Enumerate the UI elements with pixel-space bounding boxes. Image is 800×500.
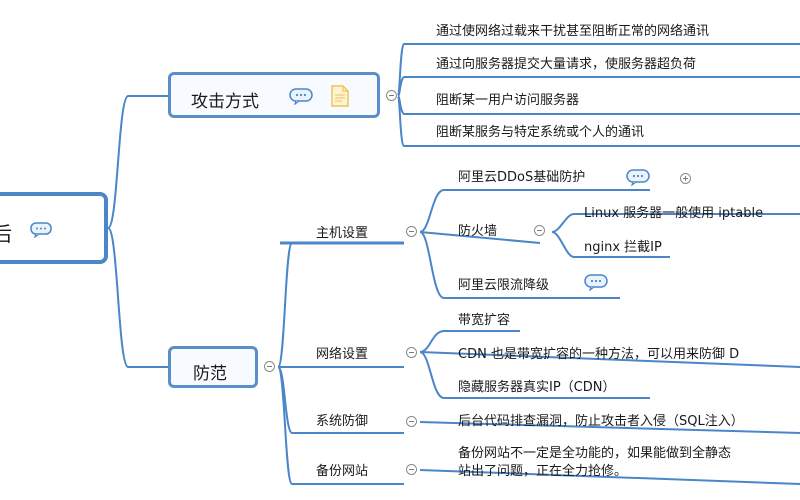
comment-icon[interactable] — [626, 169, 650, 186]
comment-icon[interactable] — [584, 274, 608, 291]
host-item-firewall[interactable]: 防火墙 — [458, 224, 498, 239]
expand-toggle[interactable] — [680, 173, 691, 184]
attack-item[interactable]: 阻断某服务与特定系统或个人的通讯 — [436, 125, 645, 140]
firewall-child-item[interactable]: nginx 拦截IP — [584, 240, 662, 255]
collapse-toggle[interactable] — [406, 464, 417, 475]
collapse-toggle[interactable] — [406, 347, 417, 358]
attack-item[interactable]: 阻断某一用户访问服务器 — [436, 93, 580, 108]
topic-defense[interactable]: 防范 — [168, 346, 258, 388]
network-item[interactable]: 隐藏服务器真实IP（CDN） — [458, 380, 616, 395]
comment-icon[interactable] — [289, 88, 313, 105]
collapse-toggle[interactable] — [406, 416, 417, 427]
collapse-toggle[interactable] — [264, 361, 275, 372]
topic-defense-label: 防范 — [193, 364, 227, 384]
system-item[interactable]: 后台代码排查漏洞，防止攻击者入侵（SQL注入） — [458, 414, 744, 429]
subtopic-system-defense[interactable]: 系统防御 — [316, 414, 369, 429]
topic-attack-label: 攻击方式 — [191, 92, 259, 112]
note-icon[interactable] — [331, 85, 349, 107]
network-item[interactable]: CDN 也是带宽扩容的一种方法，可以用来防御 D — [458, 347, 740, 362]
host-item-rate-limit[interactable]: 阿里云限流降级 — [458, 278, 550, 293]
collapse-toggle[interactable] — [386, 90, 397, 101]
attack-item[interactable]: 通过向服务器提交大量请求，使服务器超负荷 — [436, 57, 697, 72]
backup-item-line[interactable]: 站出了问题，正在全力抢修。 — [458, 464, 628, 479]
subtopic-network-settings[interactable]: 网络设置 — [316, 347, 369, 362]
comment-icon[interactable] — [30, 222, 52, 238]
root-label: 后 — [0, 222, 12, 246]
collapse-toggle[interactable] — [406, 226, 417, 237]
topic-attack-methods[interactable]: 攻击方式 — [168, 72, 380, 118]
host-item-ddos[interactable]: 阿里云DDoS基础防护 — [458, 170, 586, 185]
subtopic-host-settings[interactable]: 主机设置 — [316, 226, 369, 241]
collapse-toggle[interactable] — [534, 225, 545, 236]
firewall-child-item[interactable]: Linux 服务器一般使用 iptable — [584, 206, 764, 221]
root-topic[interactable]: 后 — [0, 192, 108, 264]
subtopic-backup-site[interactable]: 备份网站 — [316, 464, 369, 479]
network-item[interactable]: 带宽扩容 — [458, 313, 511, 328]
attack-item[interactable]: 通过使网络过载来干扰甚至阻断正常的网络通讯 — [436, 24, 710, 39]
backup-item-line[interactable]: 备份网站不一定是全功能的，如果能做到全静态 — [458, 446, 732, 461]
